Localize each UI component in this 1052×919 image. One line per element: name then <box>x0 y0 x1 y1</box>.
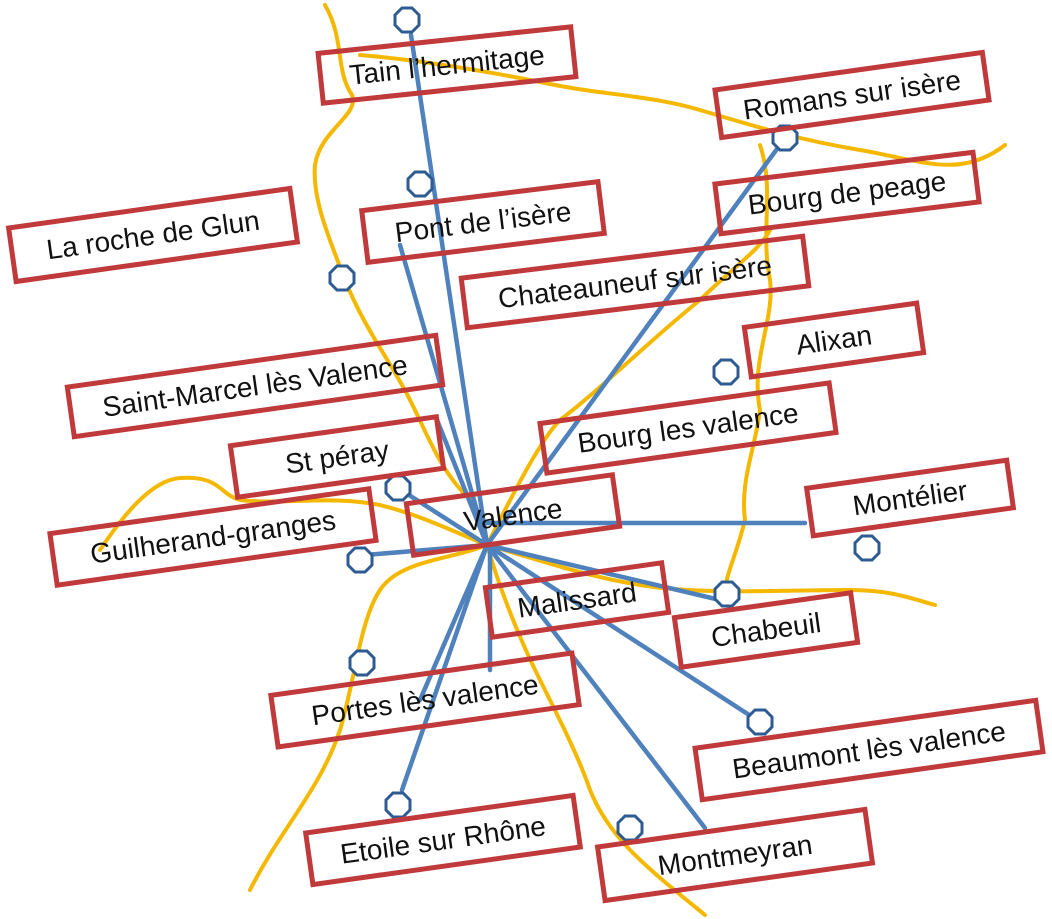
stop-icon <box>346 546 374 574</box>
stop-icon <box>853 534 881 562</box>
stop-icon <box>328 264 356 292</box>
town-valence-hub[interactable]: Valence <box>403 471 623 559</box>
town-tain[interactable]: Tain l’hermitage <box>315 24 579 106</box>
town-labels: Tain l’hermitage Romans sur isère Bourg … <box>5 24 1046 904</box>
stop-icon <box>746 708 774 736</box>
stop-icon <box>713 580 741 608</box>
road-south <box>485 543 707 917</box>
svg-text:Alixan: Alixan <box>794 319 874 360</box>
link-beaumont <box>484 542 763 725</box>
town-montelier[interactable]: Montélier <box>803 457 1017 539</box>
stop-icon <box>348 649 376 677</box>
svg-text:La roche de Glun: La roche de Glun <box>44 205 261 266</box>
stops <box>328 6 881 842</box>
link-saint-marcel <box>434 417 490 548</box>
town-bourg-les-valence[interactable]: Bourg les valence <box>537 380 839 476</box>
svg-text:St péray: St péray <box>283 434 391 479</box>
stop-icon <box>393 6 421 34</box>
svg-text:Etoile sur Rhône: Etoile sur Rhône <box>338 810 547 870</box>
stop-icon <box>616 814 644 842</box>
link-etoile <box>399 542 490 793</box>
link-montmeyran <box>484 542 708 831</box>
town-guilherand-granges[interactable]: Guilherand-granges <box>47 486 379 588</box>
stop-icon <box>384 791 412 819</box>
link-romans <box>484 135 788 548</box>
svg-text:Valence: Valence <box>462 493 564 537</box>
town-pont-de-l-isere[interactable]: Pont de l’isère <box>358 178 608 266</box>
svg-text:Chateauneuf sur isère: Chateauneuf sur isère <box>496 250 773 314</box>
svg-text:Romans sur isère: Romans sur isère <box>741 64 963 125</box>
town-etoile[interactable]: Etoile sur Rhône <box>302 792 584 888</box>
town-chabeuil[interactable]: Chabeuil <box>671 590 861 670</box>
stop-icon <box>712 358 740 386</box>
stop-icon <box>406 170 434 198</box>
svg-text:Bourg de peage: Bourg de peage <box>746 165 948 220</box>
road-guilherand <box>98 475 489 552</box>
stop-icon <box>384 474 412 502</box>
town-la-roche-de-glun[interactable]: La roche de Glun <box>5 185 301 285</box>
link-tain <box>408 32 490 548</box>
town-malissard[interactable]: Malissard <box>482 560 672 640</box>
town-alixan[interactable]: Alixan <box>741 300 927 380</box>
links <box>362 32 808 831</box>
town-st-peray[interactable]: St péray <box>227 413 447 501</box>
road-bourg <box>485 228 772 547</box>
link-st-peray <box>395 485 490 548</box>
svg-text:Chabeuil: Chabeuil <box>709 607 823 653</box>
svg-text:Malissard: Malissard <box>516 576 639 623</box>
svg-text:Bourg les valence: Bourg les valence <box>576 397 801 459</box>
